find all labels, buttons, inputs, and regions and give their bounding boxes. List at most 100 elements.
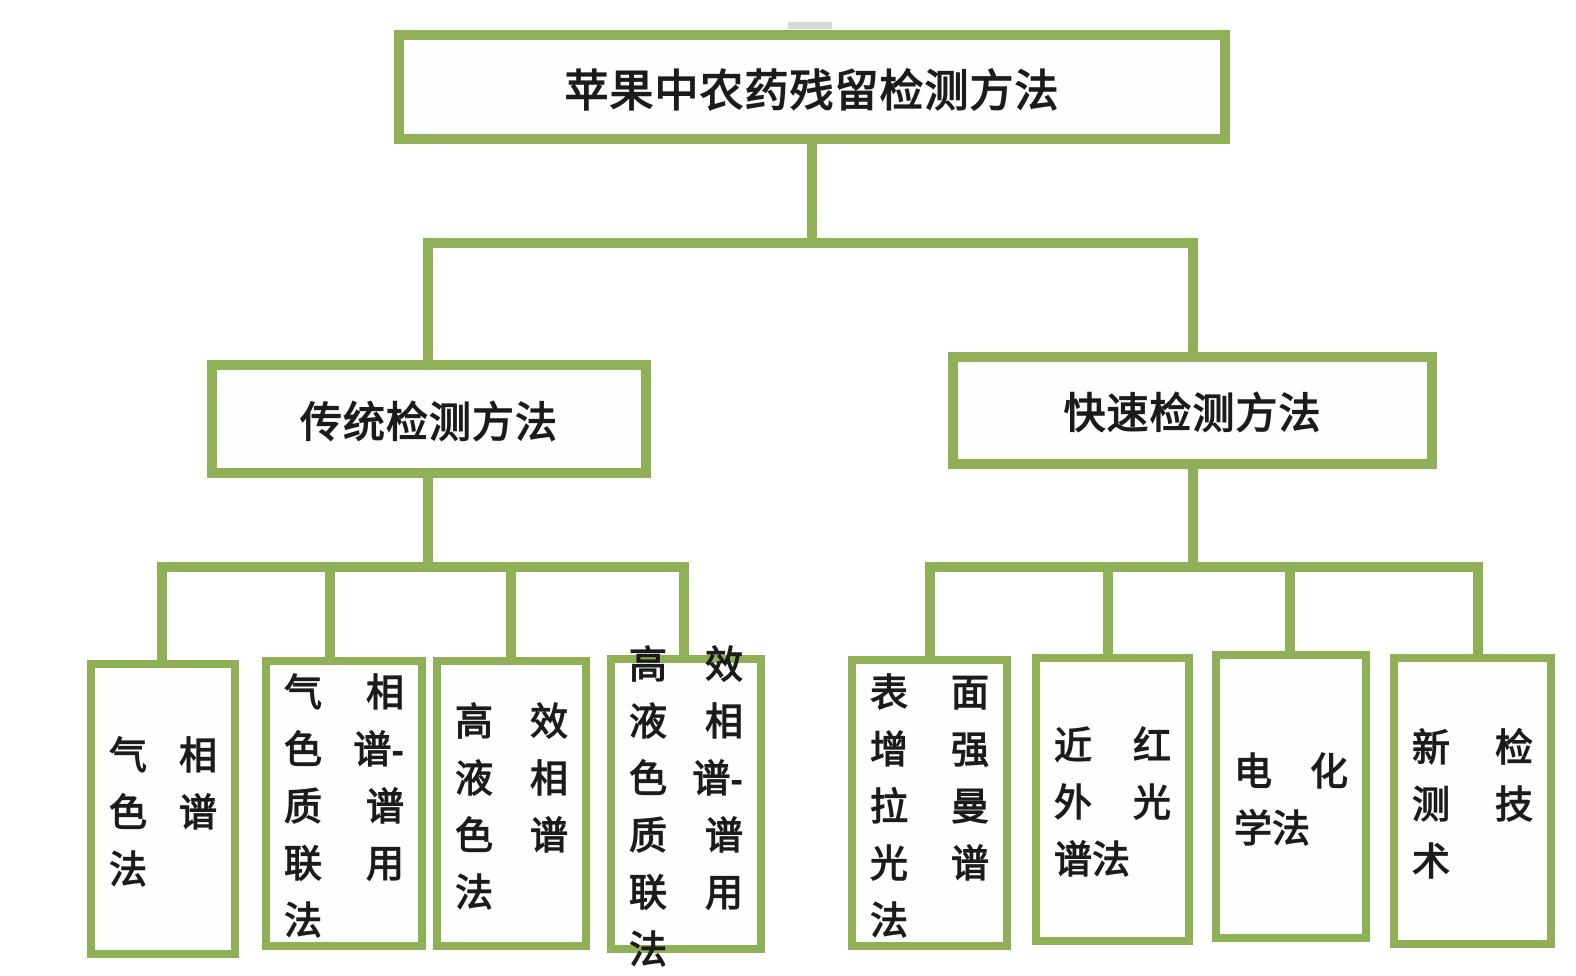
leaf-text-token: 光 <box>870 843 909 886</box>
leaf-text-line: 法 <box>284 889 404 946</box>
leaf-text-token: 色 <box>629 759 668 801</box>
leaf-text-token: 相 <box>529 758 568 801</box>
connector-left-drop-4 <box>679 562 689 657</box>
connector-left-drop-1 <box>157 562 167 662</box>
leaf-text-token: 高 <box>455 701 494 744</box>
connector-right-drop-1 <box>925 562 935 658</box>
leaf-text-token: 用 <box>365 844 404 886</box>
leaf-text-token: 相 <box>365 673 404 715</box>
leaf-text-line: 高效 <box>455 690 568 747</box>
leaf-text-token: 法 <box>109 849 148 892</box>
leaf-text-token: 相 <box>178 735 217 778</box>
leaf-text-token: 质 <box>284 787 323 829</box>
connector-branch-left-drop <box>423 238 433 362</box>
leaf-text-token: 气 <box>109 735 148 778</box>
leaf-text-line: 色谱 <box>109 781 217 838</box>
leaf-text-line: 谱法 <box>1054 828 1171 885</box>
leaf-box-hplc: 高效液相色谱法 <box>433 657 590 950</box>
root-label: 苹果中农药残留检测方法 <box>564 67 1060 116</box>
leaf-box-sers: 表面增强拉曼光谱法 <box>848 656 1011 950</box>
leaf-text-token: 谱 <box>529 815 568 858</box>
leaf-text-token: 联 <box>284 844 323 886</box>
leaf-text-token: 光 <box>1132 783 1171 825</box>
leaf-text-line: 电化 <box>1234 740 1348 797</box>
leaf-text-line: 近红 <box>1054 714 1171 771</box>
leaf-text-token: 外 <box>1054 783 1093 825</box>
leaf-text-token: 气 <box>284 673 323 715</box>
leaf-text-line: 气相 <box>109 724 217 781</box>
connector-level1-bar <box>423 238 1198 248</box>
connector-left-stem <box>423 478 433 568</box>
leaf-text-token: 电 <box>1234 751 1273 794</box>
leaf-text-line: 外光 <box>1054 771 1171 828</box>
leaf-text-line: 法 <box>629 918 743 975</box>
leaf-text-token: 表 <box>870 672 909 715</box>
leaf-box-electrochemical: 电化学法 <box>1212 651 1370 942</box>
leaf-text-token: 法 <box>629 930 668 972</box>
leaf-text-line: 联用 <box>629 861 743 918</box>
branch-box-rapid-methods: 快速检测方法 <box>948 352 1437 469</box>
leaf-box-gc-ms: 气相色谱-质谱联用法 <box>262 657 426 950</box>
leaf-text-token: 学法 <box>1234 808 1311 851</box>
leaf-text-token: 拉 <box>870 786 909 829</box>
leaf-text-token: 谱- <box>692 759 743 801</box>
leaf-text-token: 相 <box>704 702 743 744</box>
leaf-text-token: 联 <box>629 873 668 915</box>
leaf-text-token: 色 <box>455 815 494 858</box>
leaf-text-line: 法 <box>455 861 568 918</box>
leaf-text-line: 新检 <box>1412 716 1533 773</box>
root-box-detection-methods: 苹果中农药残留检测方法 <box>394 30 1230 144</box>
leaf-text-line: 质谱 <box>284 775 404 832</box>
leaf-text-line: 术 <box>1412 830 1533 887</box>
branch-traditional-label: 传统检测方法 <box>299 398 558 446</box>
leaf-text-line: 高效 <box>629 633 743 690</box>
connector-left-bar <box>157 562 689 572</box>
leaf-text-line: 学法 <box>1234 797 1348 854</box>
leaf-text-token: 液 <box>455 758 494 801</box>
leaf-text-token: 谱 <box>365 787 404 829</box>
leaf-text-token: 质 <box>629 816 668 858</box>
leaf-text-token: 谱 <box>704 816 743 858</box>
leaf-text-token: 色 <box>109 792 148 835</box>
connector-root-stem <box>807 142 817 248</box>
connector-branch-right-drop <box>1188 238 1198 354</box>
leaf-box-new-detection-tech: 新检测技术 <box>1390 654 1555 948</box>
leaf-text-token: 高 <box>629 645 668 687</box>
leaf-text-line: 增强 <box>870 718 989 775</box>
leaf-text-line: 色谱 <box>455 804 568 861</box>
leaf-text-line: 液相 <box>455 747 568 804</box>
leaf-text-line: 色谱- <box>629 747 743 804</box>
leaf-text-token: 增 <box>870 729 909 772</box>
leaf-box-nir-spectroscopy: 近红外光谱法 <box>1032 654 1193 945</box>
leaf-box-hplc-ms: 高效液相色谱-质谱联用法 <box>607 645 765 972</box>
leaf-text-line: 光谱 <box>870 832 989 889</box>
leaf-text-token: 谱 <box>950 843 989 886</box>
leaf-text-line: 液相 <box>629 690 743 747</box>
leaf-text-token: 检 <box>1494 727 1533 770</box>
leaf-box-gas-chromatography: 气相色谱法 <box>87 660 239 958</box>
leaf-text-line: 法 <box>109 838 217 895</box>
leaf-text-token: 面 <box>950 672 989 715</box>
connector-right-drop-2 <box>1103 562 1113 656</box>
leaf-text-token: 谱- <box>353 730 404 772</box>
connector-right-bar <box>925 562 1483 572</box>
connector-right-drop-3 <box>1285 562 1295 653</box>
leaf-text-token: 效 <box>529 701 568 744</box>
leaf-text-token: 谱 <box>178 792 217 835</box>
leaf-text-token: 液 <box>629 702 668 744</box>
leaf-text-line: 联用 <box>284 832 404 889</box>
scan-artifact <box>788 22 832 29</box>
leaf-text-token: 曼 <box>950 786 989 829</box>
leaf-text-token: 效 <box>704 645 743 687</box>
leaf-text-line: 质谱 <box>629 804 743 861</box>
leaf-text-token: 技 <box>1494 784 1533 827</box>
leaf-text-line: 测技 <box>1412 773 1533 830</box>
leaf-text-line: 表面 <box>870 661 989 718</box>
leaf-text-token: 术 <box>1412 841 1451 884</box>
leaf-text-token: 测 <box>1412 784 1451 827</box>
leaf-text-token: 法 <box>870 900 909 943</box>
connector-left-drop-2 <box>325 562 335 659</box>
branch-box-traditional-methods: 传统检测方法 <box>207 360 651 478</box>
leaf-text-token: 谱法 <box>1054 840 1131 882</box>
